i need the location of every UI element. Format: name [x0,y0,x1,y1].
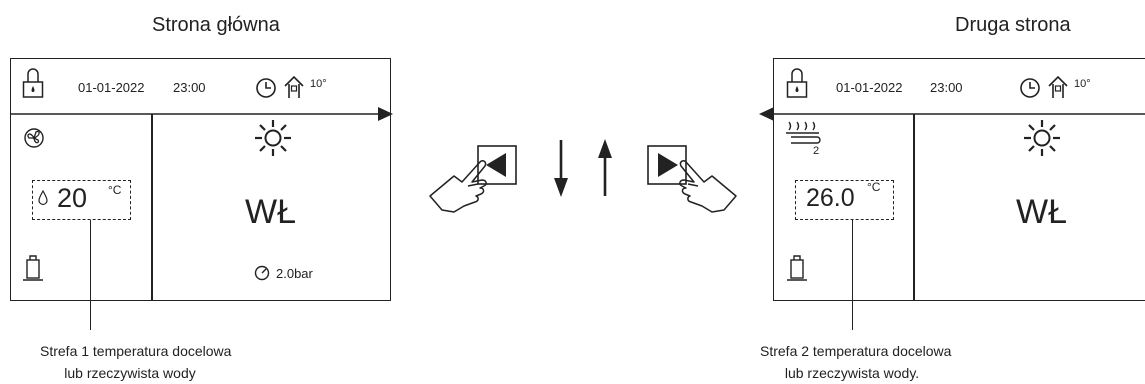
left-status: WŁ [245,193,296,231]
left-temperature-box [32,180,131,220]
pressure-gauge-icon [254,265,270,281]
right-screen-heading: Druga strona [955,14,1071,36]
hand-pointer-icon [429,160,487,213]
clock-icon [256,78,276,98]
clock-icon [1020,78,1040,98]
left-screen-header-arrow [10,107,393,121]
right-caption-line2: lub rzeczywista wody. [784,365,920,381]
right-arrow-key-icon [647,145,687,185]
right-screen-panel [773,58,1145,301]
right-zone-number: 2 [813,145,820,157]
left-screen-divider [151,114,153,301]
house-temperature-icon [284,75,304,98]
scroll-down-arrow [554,140,568,197]
right-date: 01-01-2022 [836,80,903,95]
right-temperature-value: 26.0 [806,184,855,212]
left-caption-pointer [90,220,92,330]
left-temperature-value: 20 [57,183,88,213]
right-status: WŁ [1016,193,1067,231]
left-caption-line2: lub rzeczywista wody [64,365,196,381]
left-temperature-unit: °C [108,183,122,197]
right-time: 23:00 [930,80,963,95]
house-temperature-icon [1048,75,1068,98]
floor-heating-icon [786,121,821,144]
water-drop-icon [38,189,48,206]
hand-pointer-icon [679,160,737,213]
right-screen-header-arrow [759,107,1145,121]
right-temperature-box [795,180,894,220]
left-screen-panel [10,58,391,301]
right-key-gesture [647,145,737,213]
tank-icon [23,255,43,281]
sun-icon [1024,120,1060,156]
left-time: 23:00 [173,80,206,95]
sun-icon [255,120,291,156]
right-caption-line1: Strefa 2 temperatura docelowa [760,343,952,359]
fan-icon [24,128,44,148]
left-screen-heading: Strona główna [152,14,280,36]
left-key-gesture [429,145,517,213]
right-temperature-unit: °C [867,180,881,194]
left-pressure: 2.0bar [276,266,313,281]
left-date: 01-01-2022 [78,80,145,95]
right-outdoor-temp: 10° [1074,78,1091,90]
tank-icon [787,255,807,281]
right-screen-divider [913,114,915,301]
left-caption-line1: Strefa 1 temperatura docelowa [40,343,232,359]
lock-icon [22,68,44,98]
scroll-up-arrow [598,139,612,196]
lock-icon [786,68,808,98]
right-caption-pointer [852,220,854,330]
left-outdoor-temp: 10° [310,78,327,90]
